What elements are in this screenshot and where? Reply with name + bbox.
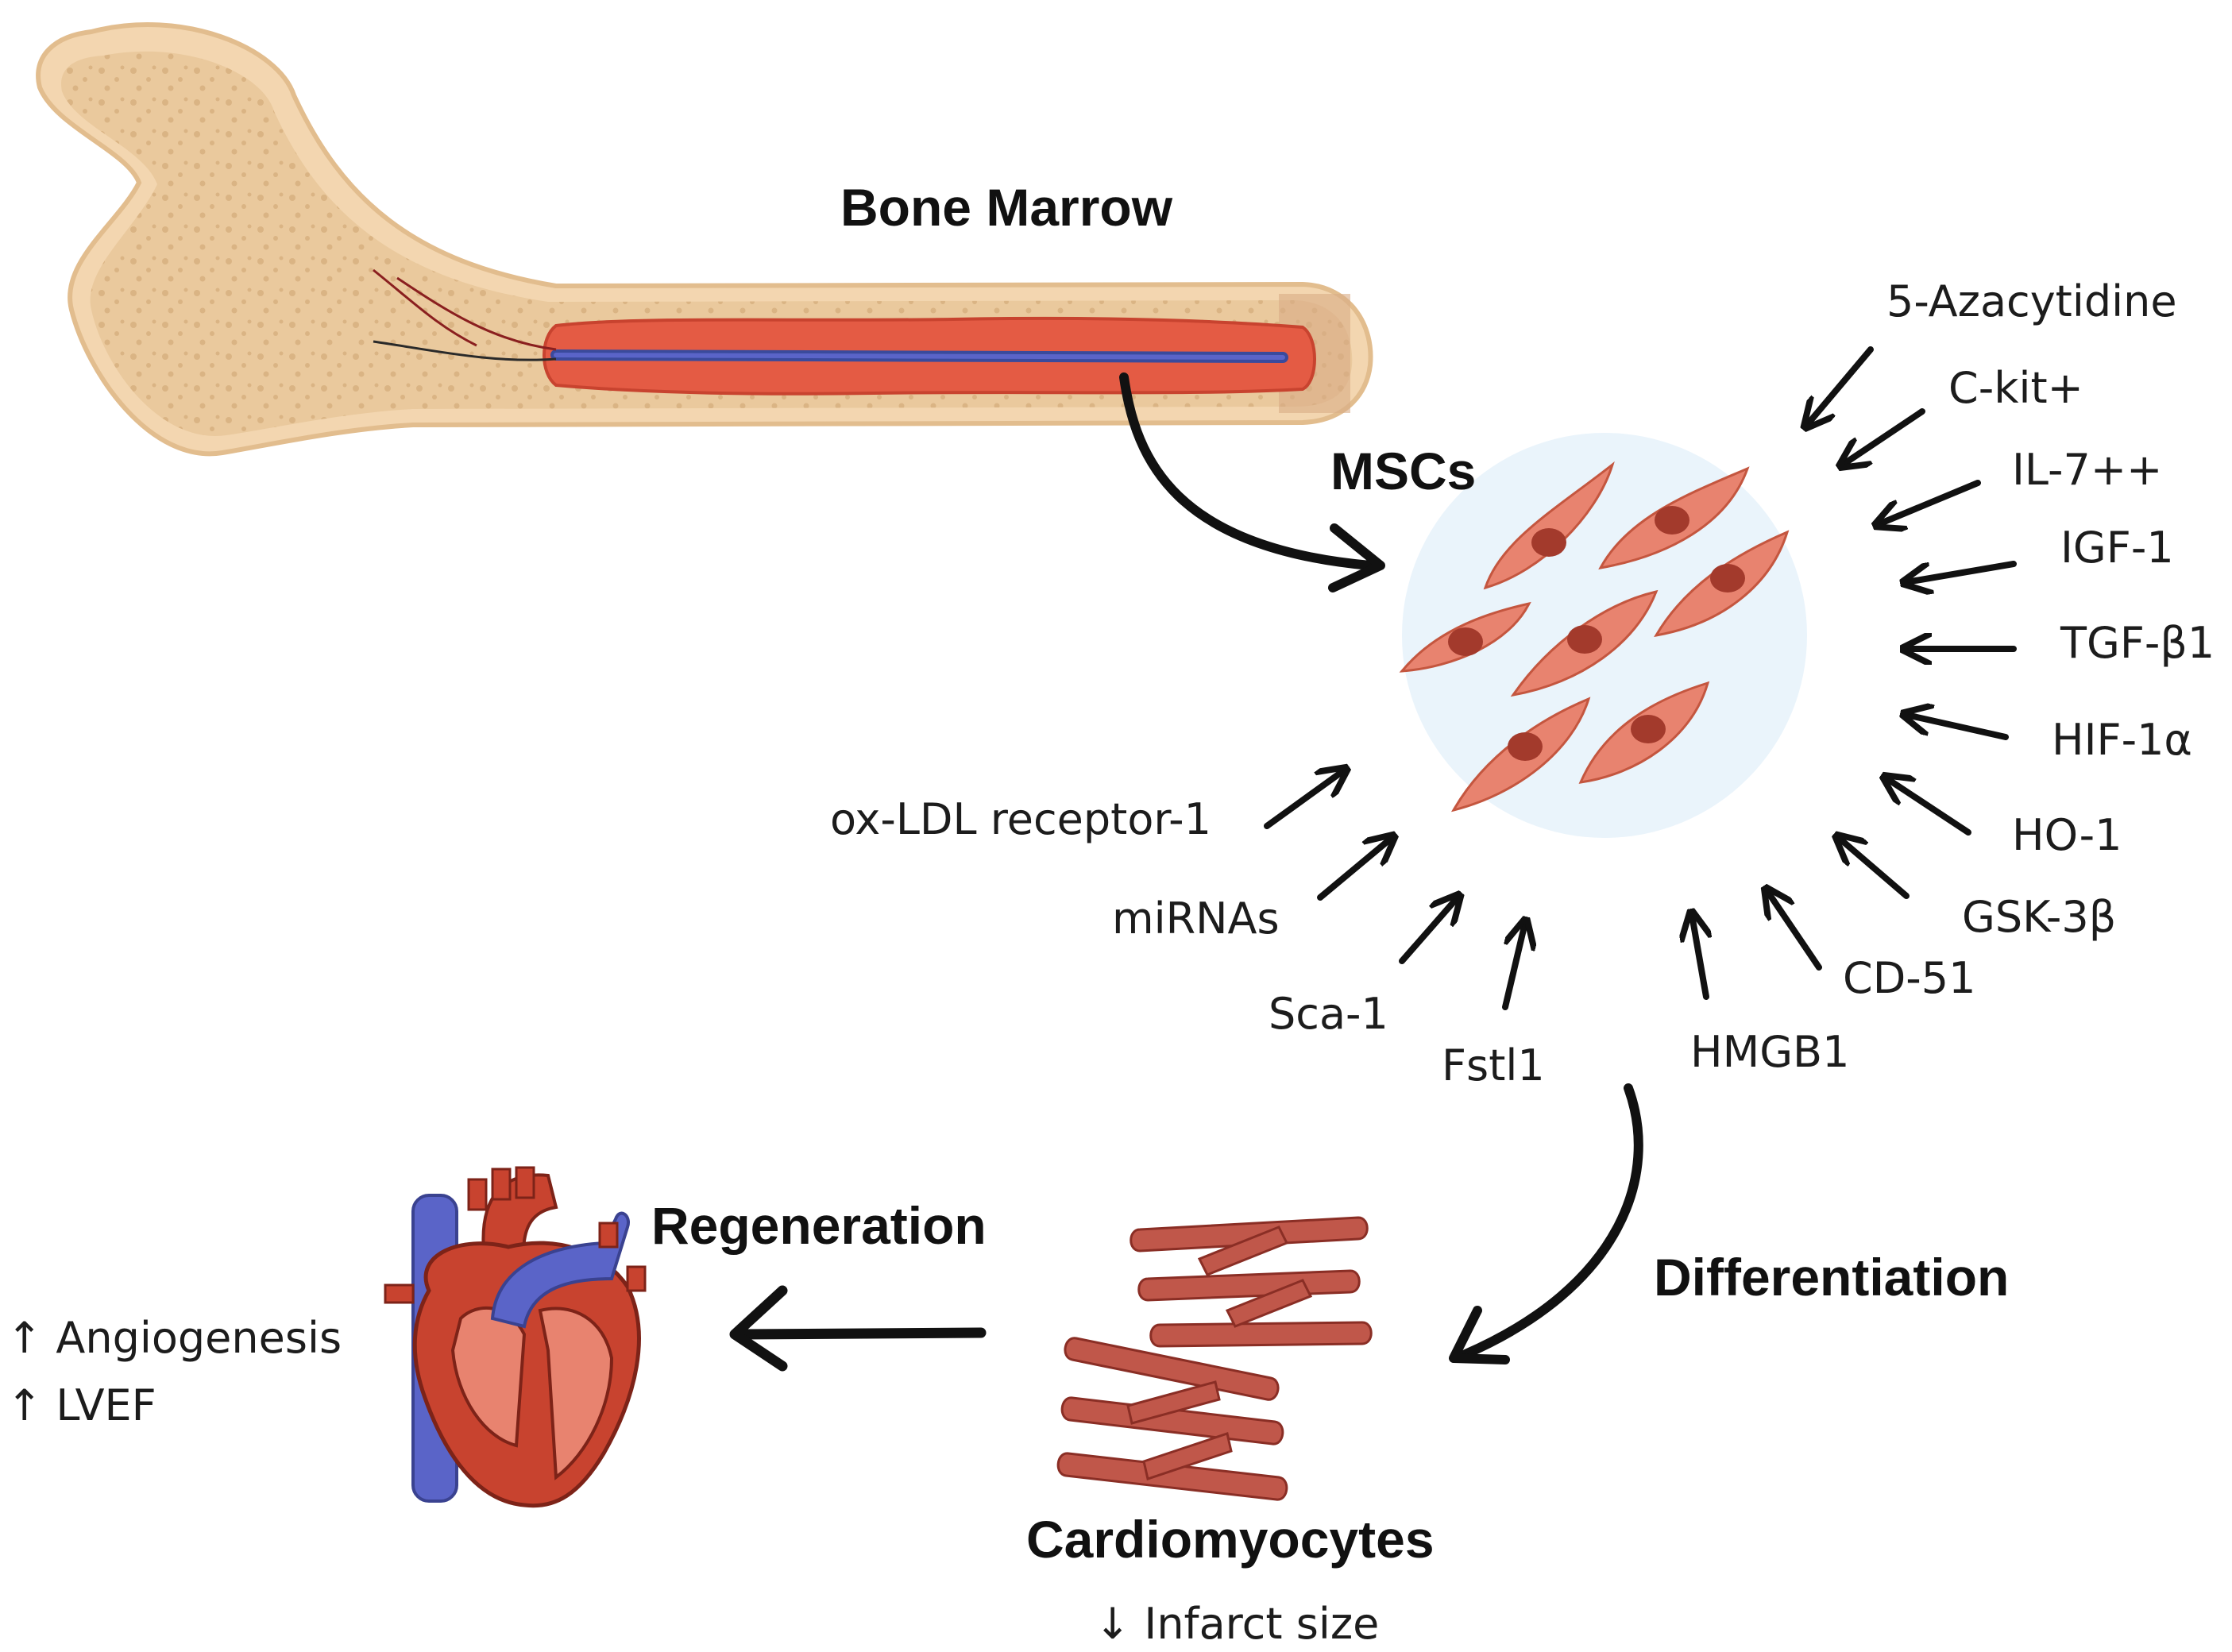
- arrow-oxldl: [1264, 770, 1344, 829]
- factor-arrows: [1264, 346, 2017, 1010]
- msc-cell: [1598, 466, 1750, 570]
- msc-cell: [1510, 589, 1659, 697]
- arrow-fstl1: [1502, 923, 1525, 1010]
- arrow-igf1: [1906, 561, 2017, 582]
- factor-igf-1: IGF-1: [2060, 523, 2174, 573]
- arrow-bone-to-mscs: [1119, 372, 1375, 570]
- factor-tgf-b1: TGF-β1: [2060, 618, 2215, 668]
- cardiomyocyte-fibers: [1056, 1216, 1373, 1501]
- msc-cell: [1399, 601, 1531, 673]
- arrow-azacytidine: [1807, 346, 1874, 425]
- factor-cd-51: CD-51: [1843, 953, 1976, 1003]
- factor-5-azacytidine: 5-Azacytidine: [1886, 276, 2177, 326]
- factor-ho-1: HO-1: [2012, 810, 2122, 860]
- mscs-title: MSCs: [1330, 442, 1477, 500]
- factor-sca-1: Sca-1: [1269, 989, 1388, 1039]
- arrow-regeneration: [737, 1327, 987, 1340]
- nutrient-vein: [373, 340, 557, 361]
- msc-cell: [1483, 461, 1615, 590]
- differentiation-title: Differentiation: [1654, 1248, 2010, 1307]
- nutrient-artery: [373, 268, 557, 351]
- bone-marrow-title: Bone Marrow: [840, 178, 1173, 237]
- factor-hif-1a: HIF-1α: [2052, 715, 2193, 765]
- arrow-sca1: [1399, 897, 1458, 964]
- arrow-mirnas: [1317, 838, 1392, 901]
- heart-illustration: [384, 1166, 647, 1508]
- cardiomyocytes-title: Cardiomyocytes: [1026, 1510, 1435, 1569]
- outcome-lvef: ↑ LVEF: [6, 1380, 156, 1430]
- factor-ox-ldl-receptor-1: ox-LDL receptor-1: [830, 794, 1211, 844]
- muscle-fiber-group-top: [1130, 1216, 1373, 1348]
- arrow-ckit: [1843, 408, 1925, 465]
- outcome-angiogenesis: ↑ Angiogenesis: [6, 1313, 342, 1363]
- femur-bone-illustration: [36, 22, 1373, 457]
- msc-cluster: [1399, 433, 1807, 838]
- arrow-cd51: [1767, 891, 1822, 971]
- muscle-fiber-group-bottom: [1056, 1337, 1288, 1501]
- factor-hmgb1: HMGB1: [1690, 1027, 1850, 1077]
- heart-chamber-right: [538, 1307, 614, 1480]
- arrow-gsk3b: [1839, 838, 1910, 899]
- factor-gsk-3b: GSK-3β: [1962, 892, 2117, 942]
- msc-cell: [1450, 697, 1591, 812]
- msc-cell: [1654, 530, 1790, 638]
- pulmonary-artery: [490, 1211, 630, 1329]
- outcome-infarct-size: ↓ Infarct size: [1095, 1599, 1380, 1649]
- factor-mirnas: miRNAs: [1112, 894, 1280, 944]
- arrow-il7: [1879, 480, 1981, 524]
- arrow-hif1a: [1906, 715, 2009, 740]
- heart-chamber-left: [450, 1307, 527, 1448]
- msc-cell: [1578, 681, 1710, 784]
- factor-il-7: IL-7++: [2012, 445, 2163, 495]
- arrow-differentiation: [1461, 1083, 1643, 1359]
- regeneration-title: Regeneration: [651, 1196, 987, 1255]
- factor-fstl1: Fstl1: [1442, 1040, 1545, 1090]
- arrow-hmgb1: [1692, 915, 1706, 1000]
- factor-c-kit: C-kit+: [1948, 363, 2083, 413]
- arrow-ho1: [1886, 778, 1971, 836]
